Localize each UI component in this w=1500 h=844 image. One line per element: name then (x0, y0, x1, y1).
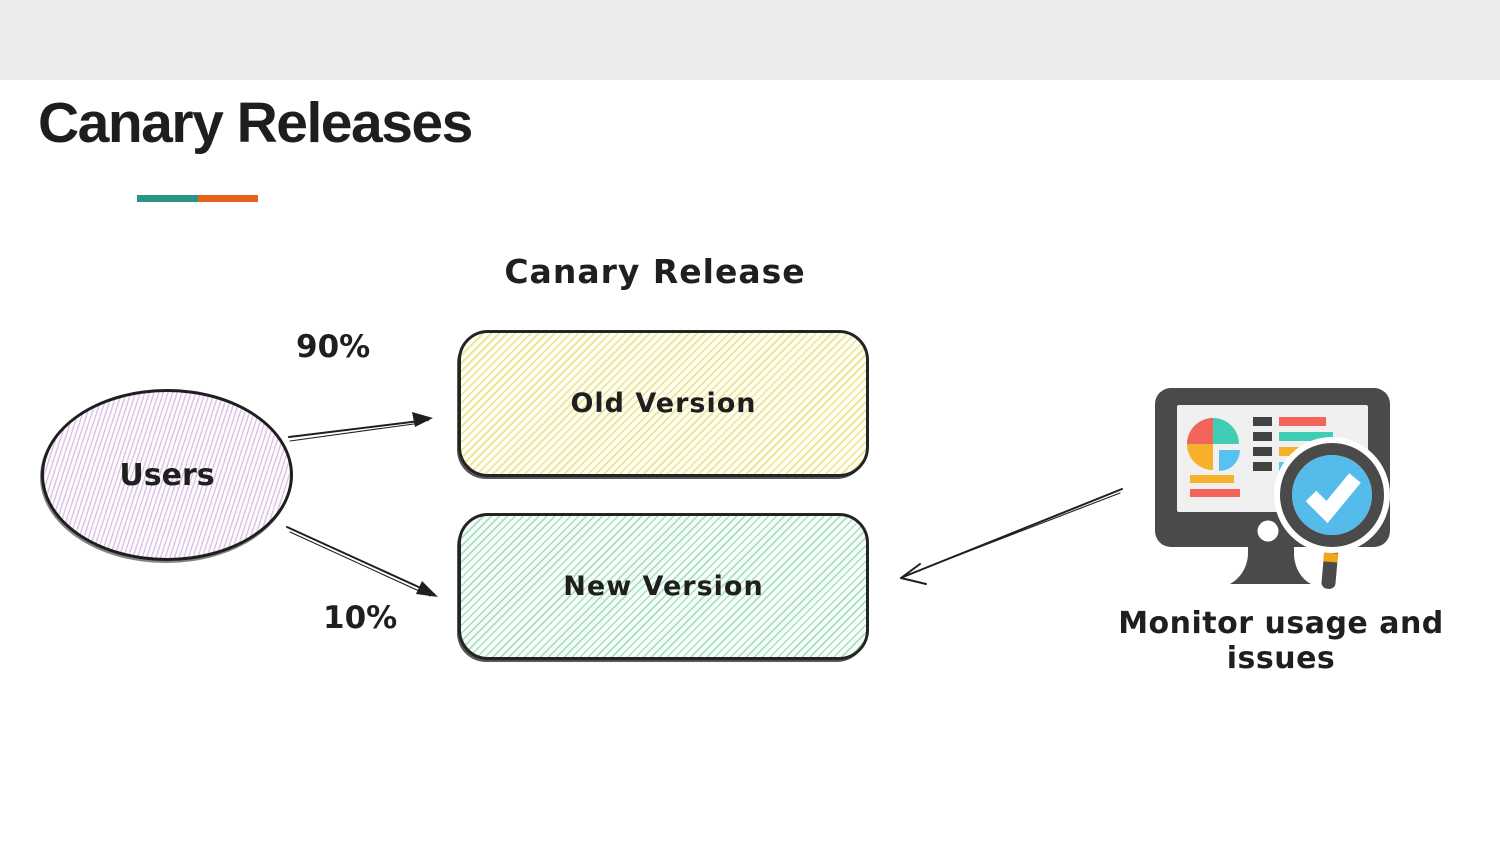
title-divider (137, 195, 258, 202)
old-version-label: Old Version (570, 388, 757, 419)
header-bar (0, 0, 1500, 80)
users-ellipse: Users (41, 389, 293, 561)
arrow-monitor-to-new (900, 488, 1123, 585)
monitor-analytics-icon (1155, 388, 1390, 589)
magnifier-check-icon (1274, 437, 1390, 589)
users-label: Users (119, 457, 215, 493)
old-version-box: Old Version (458, 330, 869, 477)
new-version-label: New Version (563, 571, 764, 602)
arrow-users-to-new (286, 526, 438, 597)
diagram-heading: Canary Release (504, 252, 806, 291)
new-version-box: New Version (458, 513, 869, 660)
divider-orange-segment (198, 195, 258, 202)
arrow-users-to-old (288, 412, 433, 442)
divider-teal-segment (137, 195, 198, 202)
traffic-10-label: 10% (323, 600, 398, 636)
page-title: Canary Releases (38, 91, 473, 155)
pie-chart-icon (1187, 418, 1240, 471)
monitor-caption: Monitor usage and issues (1118, 606, 1444, 676)
traffic-90-label: 90% (296, 329, 371, 365)
